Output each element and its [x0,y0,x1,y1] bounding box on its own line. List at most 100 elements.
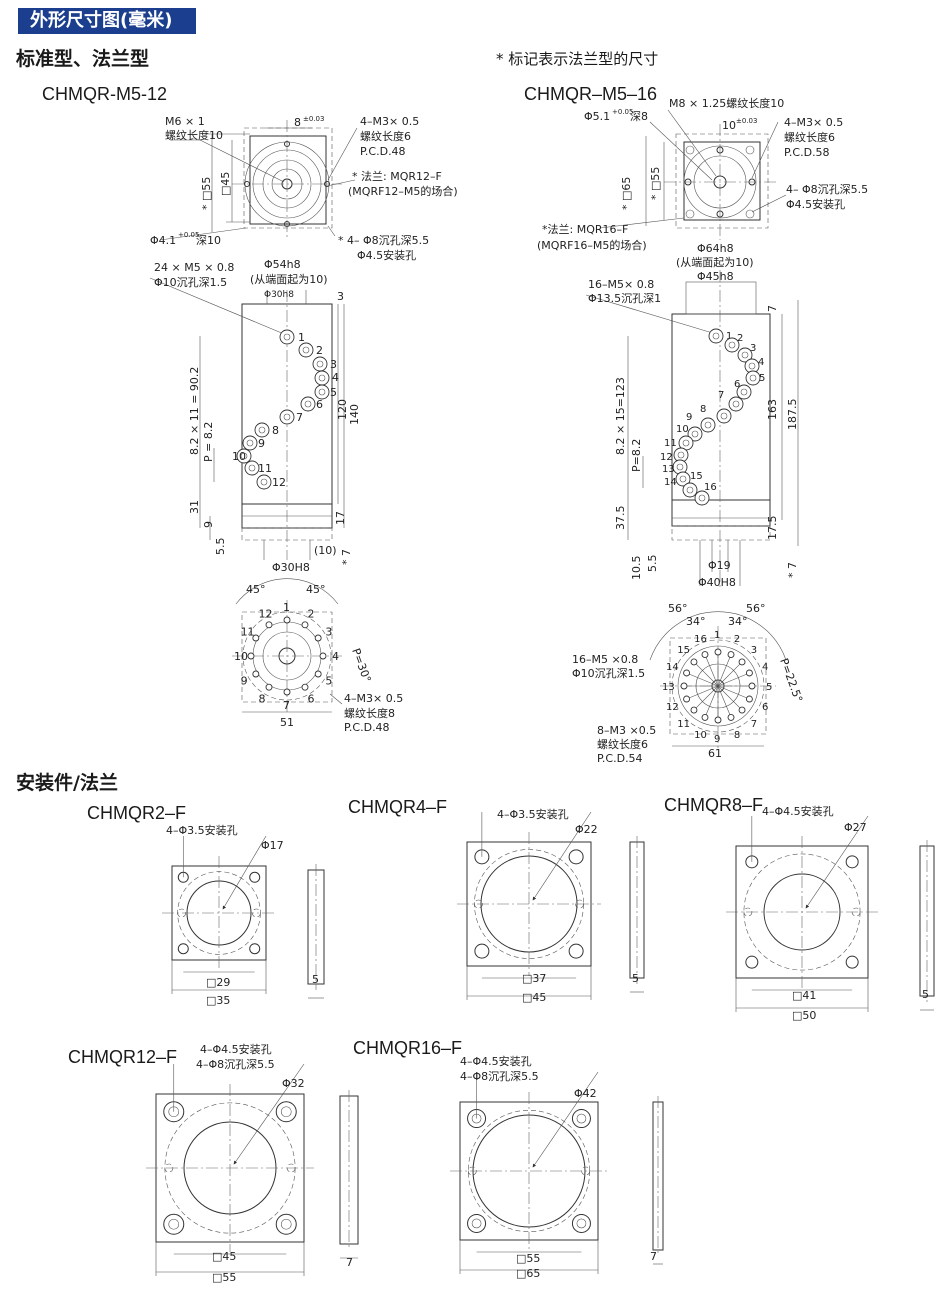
m12-port-4 [314,370,330,386]
m16-port-3 [737,347,753,363]
f12-hole2: 4–Φ8沉孔深5.5 [196,1058,275,1071]
m16-bport-7 [738,706,746,714]
m16-ang3: 34° [686,615,706,628]
f8-inner: □41 [792,989,816,1002]
f16-dia: Φ42 [574,1087,597,1100]
m12-bport-label-6: 6 [308,692,315,705]
f4-t: 5 [632,972,639,985]
flange-2-hole-3 [474,943,490,959]
m16-port-1 [708,328,724,344]
m12-port-label-6: 6 [316,398,323,411]
m16-pang: P=22.5° [777,657,805,705]
model-flange-2: CHMQR2–F [87,803,187,823]
m16-port-10 [687,426,703,442]
m16-bport-label-7: 7 [751,719,757,730]
m16-port-2 [724,337,740,353]
flange-2-hole-2 [568,849,584,865]
m16-bport-label-8: 8 [734,730,740,741]
m16-bport-label-11: 11 [677,719,690,730]
flange-1-hole-2 [249,871,261,883]
f4-dia: Φ22 [575,823,598,836]
m12-port-label-11: 11 [258,462,272,475]
m16-s-c3: Φ45h8 [697,270,734,283]
m12-port-label-3: 3 [330,358,337,371]
m12-t-w: 8 [294,116,301,129]
f16-hole2: 4–Φ8沉孔深5.5 [460,1070,539,1083]
m16-port-6 [736,384,752,400]
m12-port-10 [236,448,252,464]
m12-bport-label-11: 11 [241,626,255,639]
m16-bport-label-15: 15 [677,645,690,656]
m16-tr4: 4– Φ8沉孔深5.5 [786,183,868,196]
m12-bport-5 [314,670,322,678]
m16-side-view [585,270,799,590]
m16-port-9 [700,417,716,433]
m16-b5: P.C.D.54 [597,752,643,765]
m16-t2: Φ5.1 [584,110,610,123]
m16-s-l2: Φ13.5沉孔深1 [588,292,661,305]
m12-port-label-2: 2 [316,344,323,357]
m16-bport-13 [680,682,688,690]
m12-t-r1: 4–M3× 0.5 [360,115,419,128]
m16-tw-tol: ±0.03 [736,117,757,125]
m12-bport-8 [265,683,273,691]
m16-bport-label-5: 5 [766,682,772,693]
model-flange-12: CHMQR12–F [68,1047,178,1067]
m16-ang1: 56° [668,602,688,615]
m16-bport-label-2: 2 [734,634,740,645]
m16-dim40: Φ40H8 [698,576,736,589]
m16-dim105: 10.5 [630,556,643,581]
f12-dia: Φ32 [282,1077,305,1090]
f2-hole: 4–Φ3.5安装孔 [166,823,238,837]
m16-bport-12 [683,695,691,703]
m12-port-label-10: 10 [232,450,246,463]
f4-inner: □37 [522,972,546,985]
m12-dim17: 17 [334,511,347,525]
m16-port-15 [682,482,698,498]
f12-outer: □55 [212,1271,236,1284]
m16-port-label-11: 11 [664,438,677,449]
m16-bport-15 [690,658,698,666]
m16-bport-label-10: 10 [694,730,707,741]
f16-hole: 4–Φ4.5安装孔 [460,1054,532,1068]
m16-port-16 [694,490,710,506]
m12-dim7: * 7 [340,549,353,565]
m12-s-l1: 24 × M5 × 0.8 [154,261,234,274]
m12-b-left-tol: +0.05 [178,231,199,239]
m16-ang4: 34° [728,615,748,628]
flange-2-hole-4 [568,943,584,959]
flange-note: * 标记表示法兰型的尺寸 [496,50,659,68]
m16-bport-label-4: 4 [762,662,768,673]
m16-port-14 [675,471,691,487]
m16-port-label-3: 3 [750,343,756,354]
m12-port-label-1: 1 [298,331,305,344]
m16-port-label-13: 13 [662,464,675,475]
m12-bport-label-12: 12 [259,608,273,621]
m16-bport-label-14: 14 [666,662,679,673]
f8-outer: □50 [792,1009,816,1022]
m16-h65: * □65 [620,177,633,210]
m12-bport-label-4: 4 [332,650,339,663]
m12-t-left1: M6 × 1 [165,115,205,128]
m12-bport-2 [301,621,309,629]
m16-port-label-15: 15 [690,471,703,482]
m12-bport-label-10: 10 [234,650,248,663]
flange-3-bore [763,873,841,951]
model-m12: CHMQR-M5-12 [42,84,168,104]
m12-h45: □45 [219,172,232,196]
m16-w61: 61 [708,747,722,760]
m12-b-left2: 深10 [196,234,221,247]
m16-dim187: 187.5 [786,399,799,431]
m12-top-view [159,120,358,241]
m12-s-c1: Φ54h8 [264,258,301,271]
m12-port-1 [279,329,295,345]
m16-dim55: 5.5 [646,555,659,573]
m16-s-l1: 16–M5× 0.8 [588,278,654,291]
m16-dim37: 37.5 [614,506,627,531]
m12-bport-label-5: 5 [325,675,332,688]
f12-hole: 4–Φ4.5安装孔 [200,1042,272,1056]
m16-dim19: Φ19 [708,559,731,572]
m16-t1: M8 × 1.25螺纹长度10 [669,96,784,110]
m16-port-5 [745,370,761,386]
f16-outer: □65 [516,1267,540,1280]
